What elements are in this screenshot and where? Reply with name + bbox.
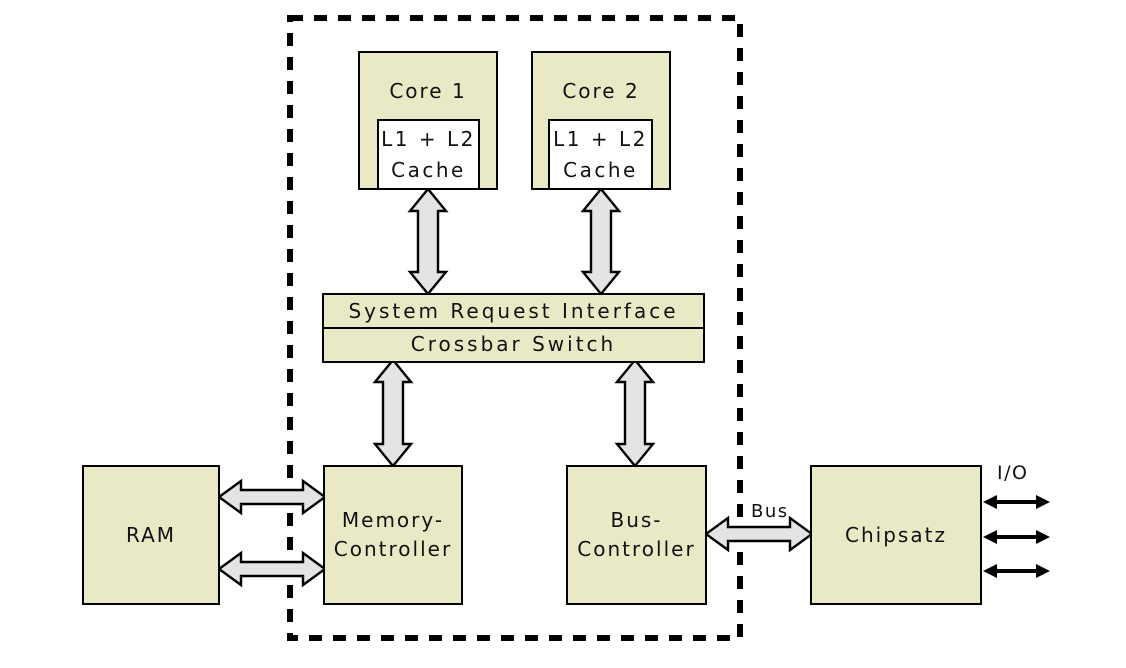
cache1-label-line2: Cache [391,157,466,182]
crossbar-switch-bar: Crossbar Switch [322,326,705,363]
cache2-label-line2: Cache [563,157,638,182]
bus-label: Bus [751,501,789,522]
cache2-box: L1 + L2 Cache [548,119,653,190]
chipsatz-box: Chipsatz [810,465,982,605]
memory-controller-label-line2: Controller [333,537,453,561]
memory-controller-box: Memory- Controller [323,465,463,605]
cache2-sri-double-arrow [580,187,622,296]
ram-box: RAM [82,465,220,605]
cache1-box: L1 + L2 Cache [377,119,480,190]
ram-memorycontroller-double-arrow-top [216,478,328,516]
io-double-arrow-1 [983,495,1050,509]
bus-double-arrow [703,515,815,553]
cpu-die-dashed-border [287,15,743,641]
crossbar-memorycontroller-double-arrow [372,358,414,468]
core2-label: Core 2 [562,79,640,103]
memory-controller-label-line1: Memory- [341,508,445,532]
io-label: I/O [997,462,1029,484]
bus-controller-label-line2: Controller [577,537,696,561]
cache1-label-line1: L1 + L2 [381,126,476,151]
crossbar-switch-label: Crossbar Switch [410,332,617,356]
system-request-interface-label: System Request Interface [348,298,679,323]
ram-label: RAM [125,522,177,547]
cache1-sri-double-arrow [407,187,449,296]
chipsatz-label: Chipsatz [845,522,947,547]
core1-label: Core 1 [389,79,467,103]
cache2-label-line1: L1 + L2 [553,126,648,151]
bus-controller-label-line1: Bus- [610,508,663,532]
system-request-interface-bar: System Request Interface [322,293,705,329]
crossbar-buscontroller-double-arrow [614,358,656,468]
io-double-arrow-3 [983,564,1050,578]
bus-controller-box: Bus- Controller [566,465,707,605]
ram-memorycontroller-double-arrow-bottom [216,550,328,588]
io-double-arrow-2 [983,530,1050,544]
